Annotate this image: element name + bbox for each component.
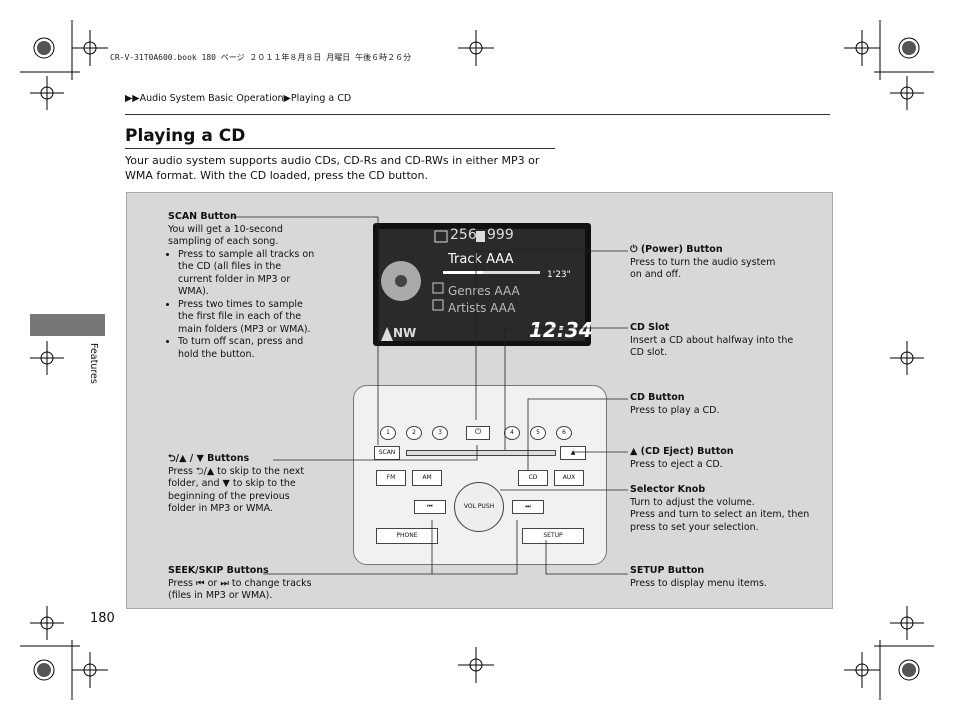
seek-desc-a: Press	[168, 577, 194, 589]
scan-button[interactable]: SCAN	[374, 446, 400, 460]
knob-label: VOL PUSH	[463, 503, 495, 510]
cd-button-title: CD Button	[630, 392, 685, 403]
cd-button-desc: Press to play a CD.	[630, 404, 720, 416]
seek-label: SEEK/SKIP Buttons Press ⏮ or ⏭ to change…	[168, 565, 312, 602]
preset-button-1[interactable]: 1	[380, 426, 396, 440]
eject-icon: ▲	[630, 446, 638, 457]
track-count: 999	[487, 227, 514, 243]
eject-title: (CD Eject) Button	[640, 446, 734, 457]
folder-title: Buttons	[207, 453, 250, 464]
page-title: Playing a CD	[125, 126, 246, 146]
compass-heading: NW	[393, 326, 417, 340]
cd-slot-desc: Insert a CD about halfway into the CD sl…	[630, 334, 794, 359]
audio-display: 256 999 Track AAA 1'23" Genres AAA Artis…	[373, 223, 593, 346]
eject-desc: Press to eject a CD.	[630, 458, 723, 470]
setup-desc: Press to display menu items.	[630, 577, 767, 589]
folder-up-icon: ⮌/▲	[168, 453, 187, 464]
seek-desc-or: or	[207, 577, 218, 589]
breadcrumb-section[interactable]: Audio System Basic Operation	[139, 93, 284, 104]
scan-bullet-3: To turn off scan, press and hold the but…	[178, 336, 318, 361]
setup-title: SETUP Button	[630, 565, 705, 576]
setup-label: SETUP Button Press to display menu items…	[630, 565, 810, 590]
phone-button[interactable]: PHONE	[376, 528, 438, 544]
section-tab	[30, 314, 105, 336]
section-label: Features	[88, 343, 99, 384]
intro-text: Your audio system supports audio CDs, CD…	[125, 154, 540, 182]
preset-button-2[interactable]: 2	[406, 426, 422, 440]
eject-label: ▲ (CD Eject) Button Press to eject a CD.	[630, 446, 810, 471]
power-desc: Press to turn the audio system on and of…	[630, 256, 776, 281]
scan-bullet-2: Press two times to sample the first file…	[178, 299, 318, 337]
breadcrumb-current: Playing a CD	[290, 93, 352, 104]
knob-label-text: Selector Knob Turn to adjust the volume.…	[630, 484, 810, 534]
cd-slot[interactable]	[406, 450, 556, 456]
aux-button[interactable]: AUX	[554, 470, 584, 486]
folder-count: 256	[450, 227, 477, 243]
folder-down-icon: ▼	[196, 453, 204, 464]
knob-desc-2: Press and turn to select an item, then p…	[630, 509, 810, 533]
breadcrumb-separator: ▶	[283, 93, 291, 104]
skip-back-button[interactable]: ⏮	[414, 500, 446, 514]
scan-bullet-1: Press to sample all tracks on the CD (al…	[178, 249, 318, 299]
skip-forward-button[interactable]: ⏭	[512, 500, 544, 514]
preset-button-4[interactable]: 4	[504, 426, 520, 440]
power-label: ⏻ (Power) Button Press to turn the audio…	[630, 244, 780, 282]
knob-desc-1: Turn to adjust the volume.	[630, 496, 755, 508]
clock-display: 12:34	[529, 318, 593, 342]
cd-button-label: CD Button Press to play a CD.	[630, 392, 810, 417]
power-icon: ⏻	[630, 244, 638, 255]
scan-desc: You will get a 10-second sampling of eac…	[168, 223, 283, 248]
breadcrumb-arrow: ▶▶	[125, 93, 140, 104]
preset-button-3[interactable]: 3	[432, 426, 448, 440]
breadcrumb: ▶▶Audio System Basic Operation▶Playing a…	[125, 93, 351, 104]
folder-desc-a: Press	[168, 465, 194, 477]
title-rule	[125, 148, 555, 149]
folder-desc-c: to skip to the beginning of the previous…	[168, 478, 296, 514]
scan-title: SCAN Button	[168, 211, 237, 222]
scan-label: SCAN Button You will get a 10-second sam…	[168, 211, 318, 361]
selector-knob[interactable]: VOL PUSH	[454, 482, 504, 532]
preset-button-6[interactable]: 6	[556, 426, 572, 440]
power-title: (Power) Button	[640, 244, 723, 255]
artist-text: Artists AAA	[448, 301, 516, 315]
track-time: 1'23"	[547, 270, 571, 280]
cd-button[interactable]: CD	[518, 470, 548, 486]
genre-text: Genres AAA	[448, 284, 520, 298]
folder-sep: /	[189, 453, 194, 464]
power-button[interactable]: ⏻	[466, 426, 490, 440]
am-button[interactable]: AM	[412, 470, 442, 486]
display-graphics	[379, 229, 585, 341]
folder-label: ⮌/▲ / ▼ Buttons Press ⮌/▲ to skip to the…	[168, 453, 305, 514]
cd-slot-label: CD Slot Insert a CD about halfway into t…	[630, 322, 810, 360]
cd-slot-title: CD Slot	[630, 322, 670, 333]
file-header: CR-V-31T0A600.book 180 ページ ２０１１年８月８日 月曜日…	[110, 53, 412, 62]
seek-desc-b: to change tracks (files in MP3 or WMA).	[168, 577, 312, 602]
audio-unit: ⏻ SCAN ▲ FM AM CD AUX VOL PUSH ⏮ ⏭ PHONE…	[353, 385, 607, 565]
seek-title: SEEK/SKIP Buttons	[168, 565, 269, 576]
knob-title: Selector Knob	[630, 484, 706, 495]
fm-button[interactable]: FM	[376, 470, 406, 486]
track-name: Track AAA	[448, 252, 514, 267]
page-number: 180	[90, 611, 115, 626]
folder-desc-b: to skip to the next folder, and	[168, 465, 305, 490]
preset-button-5[interactable]: 5	[530, 426, 546, 440]
setup-button[interactable]: SETUP	[522, 528, 584, 544]
header-rule	[125, 114, 830, 115]
eject-button[interactable]: ▲	[560, 446, 586, 460]
